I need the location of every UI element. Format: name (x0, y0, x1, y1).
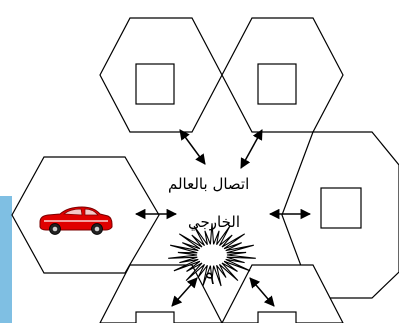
link-arrow-bottom-left (171, 277, 198, 307)
base-station-square-right (320, 187, 362, 229)
base-station-square-top-left (135, 63, 175, 105)
starburst-icon (168, 223, 256, 287)
base-station-square-bottom-left (135, 311, 175, 323)
link-arrow-bottom-right (249, 277, 275, 307)
accent-bar (0, 196, 12, 323)
center-label-line2: الخارجي (188, 213, 241, 231)
base-station-square-bottom-right (257, 311, 297, 323)
base-station-square-top-right (257, 63, 297, 105)
link-arrow-top-right (240, 129, 263, 169)
link-arrow-top-left (179, 129, 206, 165)
car-icon (39, 206, 113, 235)
center-label-digit: ٩ (205, 268, 215, 289)
center-label-line1: اتصال بالعالم (168, 175, 250, 193)
